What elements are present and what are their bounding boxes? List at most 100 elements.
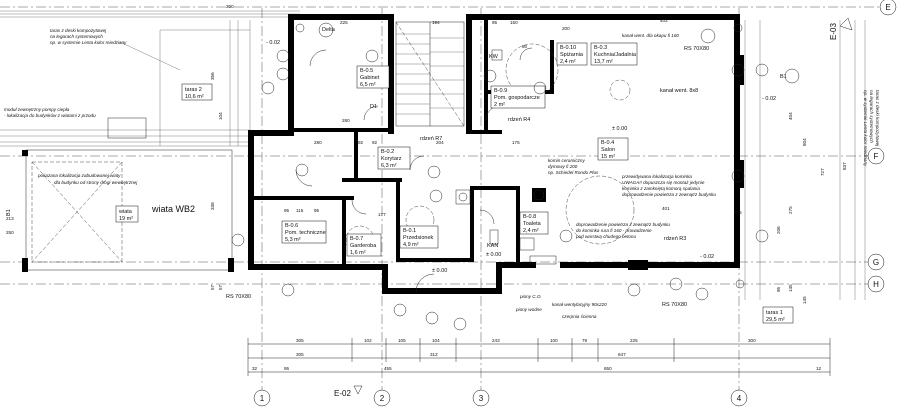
dim-left-5: 250: [6, 230, 14, 235]
axis-col-1: 1: [260, 394, 265, 403]
label-kw: KW: [489, 54, 499, 60]
dim-inner-1: 177: [378, 212, 386, 217]
dim-right-7: 95: [776, 286, 781, 292]
room-b02-code: B-0.2: [381, 149, 394, 155]
dim-b1-7: 225: [630, 338, 638, 343]
note-taras-top-3: np. w systemie Lenta kolor miedziany: [50, 40, 127, 45]
dim-right-4: 275: [788, 206, 793, 214]
label-rs-top: RS 70X80: [684, 46, 709, 52]
room-wiata-area: 19 m²: [119, 216, 133, 222]
level-left: - 0.02: [266, 40, 280, 46]
top-terrace: [0, 10, 866, 300]
label-rdzen-r3: rdzeń R3: [664, 236, 686, 242]
level-right1: - 0.02: [762, 96, 776, 102]
room-b04-name: Salon: [601, 147, 615, 153]
room-b03-name: Kuchnia/Jadalnia: [594, 52, 637, 58]
axis-row-e: E: [885, 3, 890, 12]
level-markers: ± 0.00 ± 0.00 ± 0.00 - 0.02 - 0.02 - 0.0…: [6, 27, 787, 308]
dim-b1-8: 300: [748, 338, 756, 343]
axis-col-4: 4: [737, 394, 742, 403]
note-wiata-loc-2: dla budynku od strony drogi wewnętrznej: [54, 180, 138, 185]
room-b07-name: Garderoba: [350, 243, 377, 249]
note-piony-co: piony C.O.: [519, 294, 542, 299]
dim-b1-2: 105: [398, 338, 406, 343]
axis-row-f: F: [874, 152, 879, 161]
note-right-2: na legarach systemowych: [869, 90, 874, 143]
dim-inner-12: 401: [662, 206, 670, 211]
wiata-carport: [22, 149, 234, 272]
dimension-chains: 305 102 105 104 243 100 79 225 300 305 3…: [6, 4, 847, 376]
dim-inner-10: 80: [522, 44, 528, 49]
dim-b2-1: 312: [430, 352, 438, 357]
staircase: [395, 21, 465, 127]
axis-row-g: G: [873, 258, 879, 267]
note-kominek-2: UWAGA!! dopuszcza się montaż jedynie: [622, 180, 705, 185]
note-wiata-loc-1: pokazana lokalizacja zabudowanej wiaty: [37, 173, 121, 178]
dim-left-4: 57: [210, 284, 215, 290]
label-b1-left: B1: [6, 209, 12, 216]
dim-b3-2: 455: [384, 366, 392, 371]
dim-top-2: 300: [226, 4, 234, 9]
note-piony-wodne: piony wodne: [515, 307, 542, 312]
note-czerpnia: czerpnia ścienna: [562, 314, 597, 319]
dim-inner-4: 92: [372, 140, 378, 145]
dim-left-2: 338: [210, 202, 215, 210]
axis-row-h: H: [873, 280, 879, 289]
dim-left-3: 57: [218, 284, 223, 290]
room-b010-name: Spiżarnia: [560, 52, 584, 58]
dim-right-1: 804: [802, 138, 807, 146]
dim-inner-8: 95: [284, 208, 290, 213]
section-e02: E-02: [334, 389, 351, 398]
label-d1: D1: [370, 104, 377, 110]
dim-inner-9: 95: [314, 208, 320, 213]
room-wiata-name: wiata: [118, 209, 133, 215]
dim-b2-2: 647: [618, 352, 626, 357]
dim-inner-13: 155: [734, 210, 742, 215]
level-right2: - 0.02: [700, 254, 714, 260]
section-e02-arrow-icon: [353, 385, 363, 395]
label-rdzen-r7: rdzeń R7: [420, 136, 442, 142]
room-b03-area: 13,7 m²: [594, 59, 613, 65]
dim-inner-0: 280: [342, 118, 350, 123]
label-rs-left: RS 70X80: [226, 294, 251, 300]
room-b010-area: 2,4 m²: [560, 59, 576, 65]
label-kanal-went: kanał went. 8x8: [660, 88, 698, 94]
room-b05-code: B-0.5: [360, 68, 373, 74]
room-taras1-area: 29,5 m²: [766, 317, 785, 323]
room-taras1-name: taras 1: [766, 310, 783, 316]
room-b04-area: 15 m²: [601, 154, 615, 160]
dim-inner-2: 280: [314, 140, 322, 145]
room-b06-code: B-0.6: [285, 223, 298, 229]
dim-right-6: 145: [788, 284, 793, 292]
note-kominek-1: przewidywana lokalizacja kominka: [621, 174, 692, 179]
note-komin-3: np. Schiedel Rondo Plus: [548, 170, 599, 175]
dim-top-3: 402: [660, 18, 668, 23]
note-taras-top-2: na legarach systemowych: [50, 34, 103, 39]
room-b08-name: Toaleta: [523, 221, 542, 227]
room-b09-area: 2 m²: [494, 102, 505, 108]
dim-inner-7: 115: [296, 208, 304, 213]
room-taras2-name: taras 2: [185, 87, 202, 93]
dim-b1-4: 243: [492, 338, 500, 343]
note-komin-1: komin ceramiczny: [548, 158, 585, 163]
note-kominek-3: kominka z zamkniętą komorą spalania: [622, 186, 700, 191]
dim-b1-6: 79: [582, 338, 588, 343]
label-b1-right: B1: [780, 74, 787, 80]
room-b06-name: Pom. techniczne: [285, 230, 326, 236]
room-b08-code: B-0.8: [523, 214, 536, 220]
dim-inner-6: 175: [512, 140, 520, 145]
room-b06-area: 5,3 m²: [285, 237, 301, 243]
axis-grid: [0, 6, 880, 390]
note-air-3: pod warstwą chudego betonu: [575, 234, 636, 239]
room-b02-area: 6,3 m²: [381, 163, 397, 169]
room-b07-code: B-0.7: [350, 236, 363, 242]
section-e03-arrow-icon: [839, 17, 853, 31]
dim-top-0: 225: [340, 20, 348, 25]
room-b04-code: B-0.4: [601, 140, 614, 146]
axis-col-3: 3: [479, 394, 484, 403]
dim-b2-0: 305: [296, 352, 304, 357]
note-right-3: np. w systemie Lenta kolor miedziany: [863, 90, 868, 167]
note-kanal-went-bottom: kanał wentylacyjny 90x220: [552, 302, 607, 307]
note-air-2: do kominka rura fi 160 - prowadzenie: [576, 228, 652, 233]
